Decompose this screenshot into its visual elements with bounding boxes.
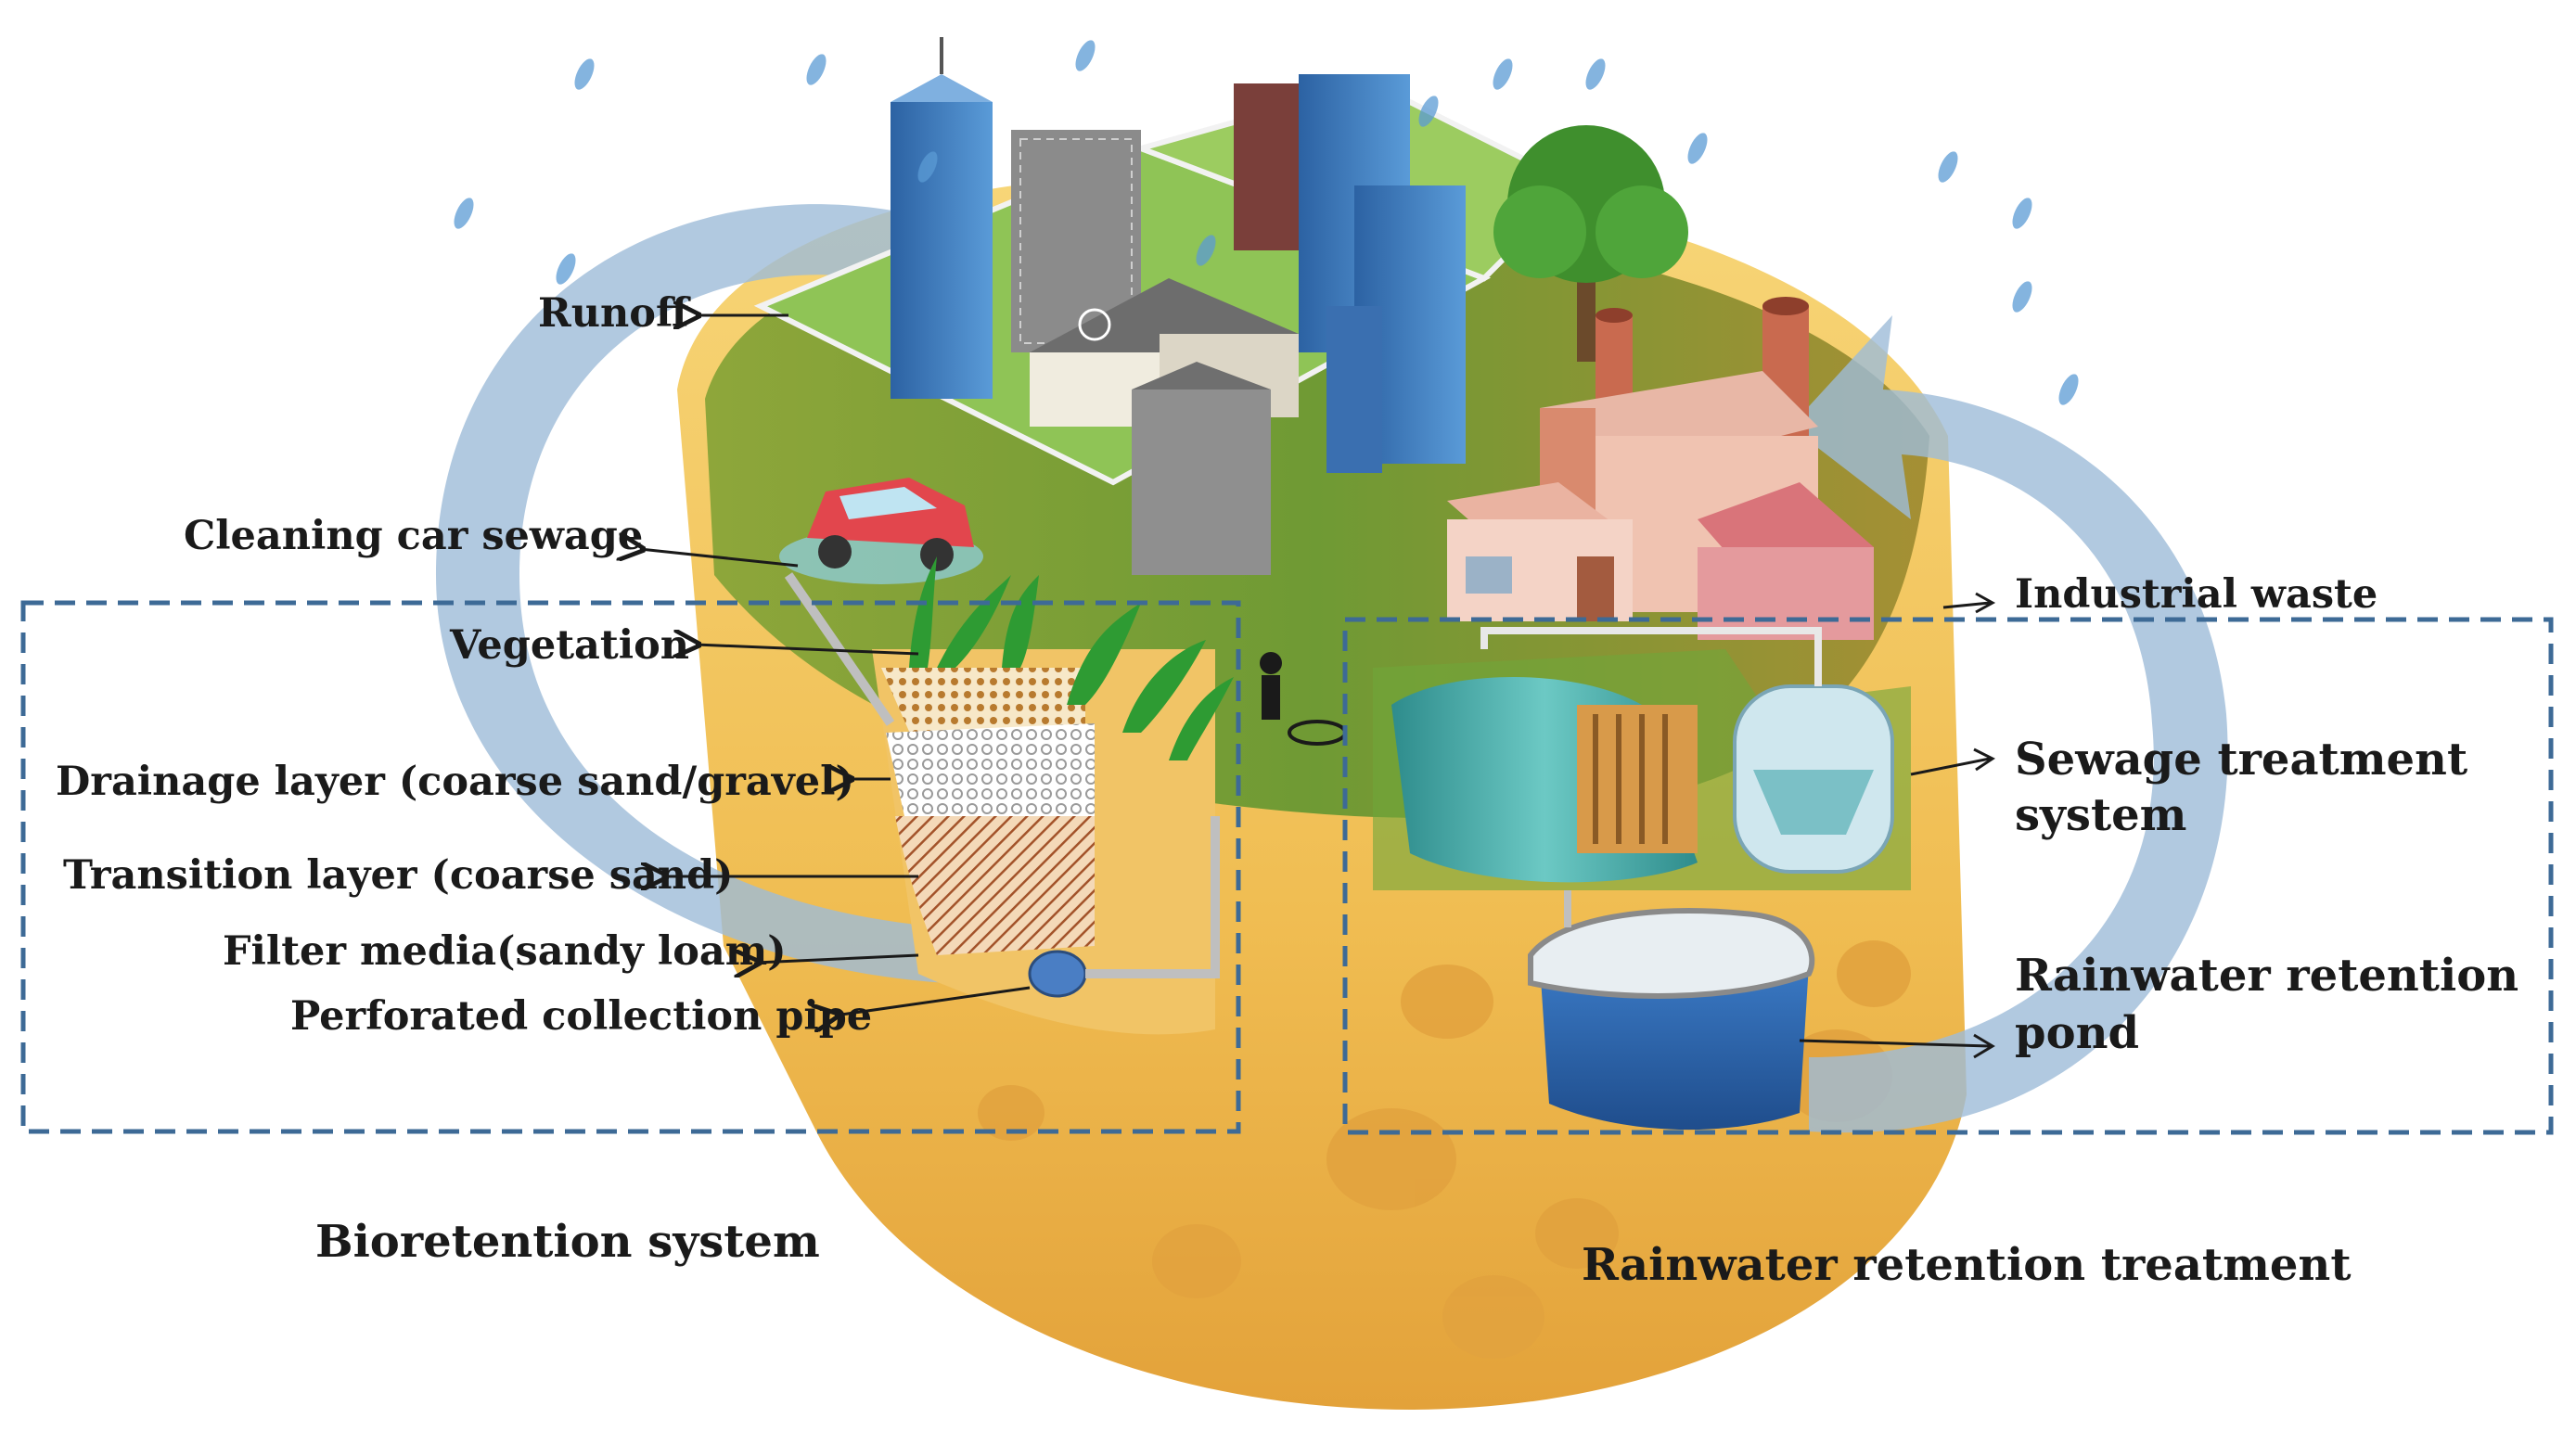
- filter-slats: [1593, 714, 1668, 844]
- bioretention-system-box: [20, 600, 1241, 1134]
- rainwater-pond-label-line2: pond: [2015, 1007, 2139, 1059]
- filter-media-arrow: [756, 955, 919, 963]
- rainwater-treatment-title: Rainwater retention treatment: [1582, 1239, 2352, 1291]
- sewage-treatment-arrow: [1910, 757, 1991, 776]
- bioretention-cell: [784, 556, 1347, 1035]
- cleaning-car-sewage-label: Cleaning car sewage: [184, 513, 643, 559]
- recycle-flow-arrow: [1790, 315, 2228, 1133]
- cleaning-car-sewage-arrow: [640, 549, 799, 568]
- tree: [1493, 125, 1688, 362]
- filter-media-label: Filter media(sandy loam): [223, 928, 787, 975]
- drainage-layer-label: Drainage layer (coarse sand/gravel): [56, 759, 854, 805]
- vegetation-plants: [909, 556, 1234, 760]
- transition-layer-label: Transition layer (coarse sand): [63, 852, 733, 899]
- rainwater-pond-label-line1: Rainwater retention: [2015, 950, 2518, 1002]
- skyscraper-left: [891, 37, 993, 399]
- bioretention-system-title: Bioretention system: [315, 1216, 820, 1268]
- runoff-label: Runoff: [538, 290, 691, 337]
- perforated-pipe-arrow: [835, 986, 1031, 1016]
- label-leader-arrows: [640, 315, 1996, 1059]
- rain-drops: [454, 40, 2079, 405]
- callout-labels: Runoff Cleaning car sewage Vegetation Dr…: [56, 290, 2518, 1291]
- vegetation-label: Vegetation: [449, 622, 689, 669]
- apartment-building: [1132, 362, 1271, 575]
- vegetation-arrow: [696, 645, 919, 654]
- skyscraper-center: [1234, 74, 1466, 473]
- runoff-flow-arrow: [436, 204, 1048, 983]
- sewage-treatment-system: [1373, 627, 1911, 890]
- industrial-waste-label: Industrial waste: [2015, 571, 2377, 618]
- perforated-pipe-label: Perforated collection pipe: [290, 993, 872, 1040]
- sewage-treatment-label-line2: system: [2015, 789, 2186, 841]
- rainwater-retention-pond: [1528, 890, 1815, 1131]
- rainwater-treatment-box: [1342, 617, 2554, 1135]
- industrial-waste-arrow: [1942, 601, 1991, 609]
- rainwater-pond-arrow: [1799, 1039, 1991, 1048]
- sewage-treatment-label-line1: Sewage treatment: [2015, 734, 2467, 786]
- city-block: [753, 37, 1688, 575]
- factory: [1447, 297, 1874, 640]
